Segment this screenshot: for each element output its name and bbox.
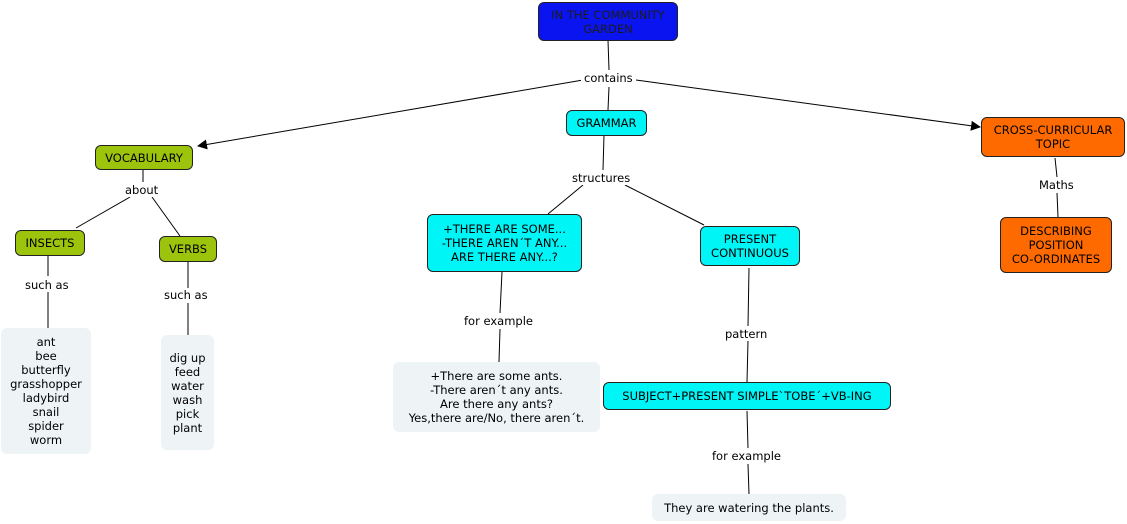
verbs-list: dig up feed water wash pick plant <box>161 335 214 450</box>
link-continuous-pattern <box>747 267 750 327</box>
link-grammar-structures <box>602 134 605 171</box>
label-pattern: pattern <box>722 327 771 341</box>
label-for-example-1: for example <box>461 314 536 328</box>
insects-list: ant bee butterfly grasshopper ladybird s… <box>1 328 91 454</box>
subject-pattern-node[interactable]: SUBJECT+PRESENT SIMPLE`TOBE´+VB-ING <box>603 382 891 410</box>
there-are-node[interactable]: +THERE ARE SOME... -THERE AREN´T ANY... … <box>427 214 582 272</box>
label-contains: contains <box>581 71 636 85</box>
label-for-example-2: for example <box>709 449 784 463</box>
verbs-node[interactable]: VERBS <box>159 236 217 262</box>
label-structures: structures <box>569 171 634 185</box>
vocabulary-node[interactable]: VOCABULARY <box>95 145 193 170</box>
link-cross-maths <box>1054 157 1058 178</box>
link-forexample-examples <box>498 328 501 363</box>
grammar-node[interactable]: GRAMMAR <box>566 110 647 136</box>
root-node[interactable]: IN THE COMMUNITY GARDEN <box>538 2 678 41</box>
link-maths-describing <box>1056 192 1059 218</box>
link-structures-there <box>547 184 584 215</box>
link-root-contains <box>607 39 610 71</box>
continuous-example: They are watering the plants. <box>652 494 846 521</box>
link-contains-vocabulary <box>197 79 584 150</box>
label-about: about <box>122 183 162 197</box>
link-about-verbs <box>151 196 181 237</box>
label-insects-such-as: such as <box>22 278 72 292</box>
link-about-insects <box>75 196 131 229</box>
link-subject-forexample <box>746 410 749 449</box>
present-continuous-node[interactable]: PRESENT CONTINUOUS <box>700 226 800 266</box>
describing-position-node[interactable]: DESCRIBING POSITION CO-ORDINATES <box>1000 217 1112 273</box>
link-structures-continuous <box>624 184 705 226</box>
cross-curricular-node[interactable]: CROSS-CURRICULAR TOPIC <box>981 117 1125 157</box>
link-there-forexample <box>499 271 503 314</box>
insects-node[interactable]: INSECTS <box>15 230 85 256</box>
label-verbs-such-as: such as <box>161 288 211 302</box>
there-examples: +There are some ants. -There aren´t any … <box>393 362 600 432</box>
label-maths: Maths <box>1036 178 1077 192</box>
link-contains-cross <box>635 79 981 131</box>
link-forexample-sentence <box>747 463 750 495</box>
link-pattern-subject <box>746 340 749 383</box>
link-contains-grammar <box>607 86 610 111</box>
